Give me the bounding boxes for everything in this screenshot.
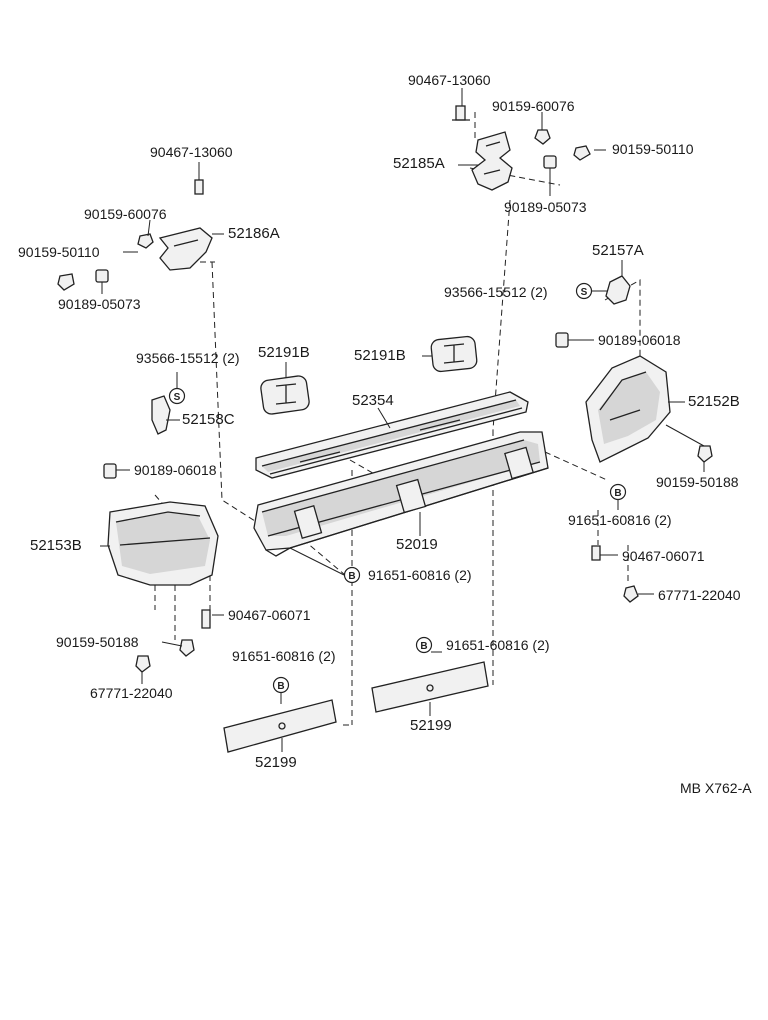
svg-text:B: B [420,641,427,652]
label-52186A: 52186A [228,225,280,242]
badge-b-bottom-right: B [415,636,433,654]
pad-52191B-left [260,375,310,415]
clip-90467-13060-top [452,105,470,121]
label-90189-05073-top: 90189-05073 [504,199,587,215]
badge-b-right: B [609,483,627,501]
label-52354: 52354 [352,392,394,409]
screw-90467-06071-left [201,609,211,629]
label-52199-right: 52199 [410,717,452,734]
clip-90467-13060-left [194,179,204,195]
label-90159-50188-left: 90159-50188 [56,634,139,650]
cover-52152B [585,355,671,463]
bolt-90159-50188-right [697,445,713,463]
clip-90189-06018-left [103,463,117,479]
badge-s-right: S [575,282,593,300]
label-52185A: 52185A [393,155,445,172]
label-52199-left: 52199 [255,754,297,771]
label-90159-50110-left: 90159-50110 [18,244,100,260]
label-90467-06071-left: 90467-06071 [228,607,311,623]
svg-text:S: S [581,287,588,298]
svg-text:S: S [174,392,181,403]
clip-90189-06018-right [555,332,569,348]
bolt-90159-60076-top [534,129,551,145]
bracket-52186A [158,227,213,271]
label-52153B: 52153B [30,537,82,554]
cover-52153B [107,501,219,586]
badge-b-bottom-left: B [272,676,290,694]
label-90189-06018-left: 90189-06018 [134,462,217,478]
bolt-90159-50110-left [57,273,75,291]
leader-lines [100,88,705,752]
bolt-90159-50110-top [573,145,591,161]
label-90467-13060-left: 90467-13060 [150,144,233,160]
label-90159-60076-top: 90159-60076 [492,98,575,114]
label-52158C: 52158C [182,411,235,428]
plate-52199-left [223,699,337,753]
label-91651-60816-center: 91651-60816 (2) [368,567,472,583]
label-90159-50110-top: 90159-50110 [612,141,694,157]
label-90159-60076-left: 90159-60076 [84,206,167,222]
bolt-67771-22040-right [623,585,639,603]
reinforcement-52354 [255,391,529,479]
screw-90467-06071-right [591,545,601,561]
nut-90189-05073-top [543,155,557,169]
svg-text:B: B [614,488,621,499]
label-52157A: 52157A [592,242,644,259]
badge-b-center: B [343,566,361,584]
label-90159-50188-right: 90159-50188 [656,474,739,490]
label-52191B-right: 52191B [354,347,406,364]
bumper-52019 [253,431,549,557]
svg-text:B: B [277,681,284,692]
label-90467-06071-right: 90467-06071 [622,548,705,564]
label-90189-06018-right: 90189-06018 [598,332,681,348]
label-93566-15512-right: 93566-15512 (2) [444,284,548,300]
bracket-52157A [605,275,631,305]
bolt-90159-50188-left [179,639,195,657]
label-52152B: 52152B [688,393,740,410]
label-90189-05073-left: 90189-05073 [58,296,141,312]
label-67771-22040-left: 67771-22040 [90,685,173,701]
nut-90189-05073-left [95,269,109,283]
label-67771-22040-right: 67771-22040 [658,587,741,603]
badge-s-left: S [168,387,186,405]
bolt-67771-22040-left [135,655,151,673]
figure-code: MB X762-A [680,780,752,796]
label-52019: 52019 [396,536,438,553]
bolt-90159-60076-left [137,233,154,249]
bracket-52185A [471,131,513,191]
label-91651-60816-bottom-left: 91651-60816 (2) [232,648,336,664]
bracket-52158C [151,395,171,435]
plate-52199-right [371,661,489,713]
label-91651-60816-bottom-right: 91651-60816 (2) [446,637,550,653]
label-90467-13060-top: 90467-13060 [408,72,491,88]
svg-text:B: B [348,571,355,582]
label-91651-60816-right: 91651-60816 (2) [568,512,672,528]
label-52191B-left: 52191B [258,344,310,361]
pad-52191B-right [430,335,478,373]
label-93566-15512-left: 93566-15512 (2) [136,350,240,366]
